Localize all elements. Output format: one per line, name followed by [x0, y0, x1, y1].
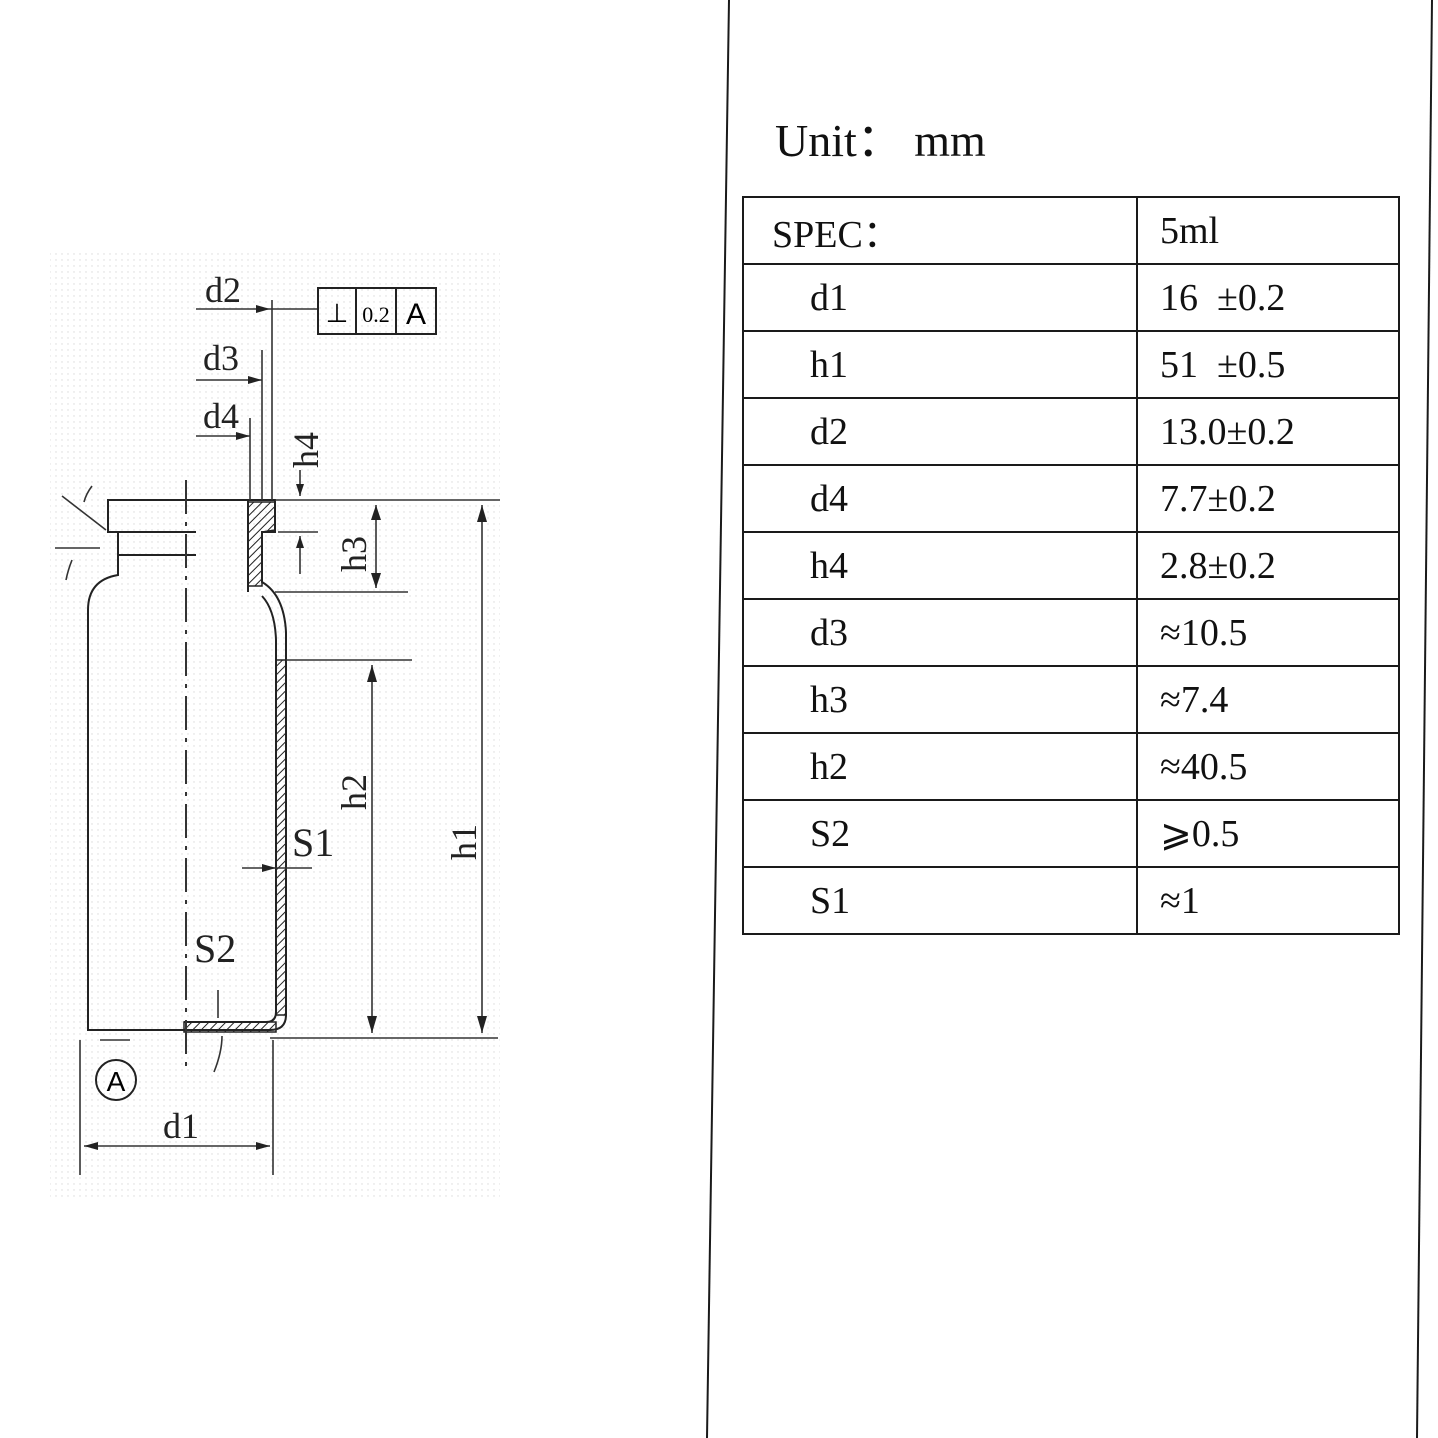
tolerance-value: 0.2 — [362, 302, 390, 327]
table-row: h1 51 ±0.5 — [742, 330, 1400, 399]
angle-arc-bottom — [65, 559, 73, 581]
param-cell: d2 — [742, 397, 1138, 466]
table-row: d4 7.7±0.2 — [742, 464, 1400, 533]
d4-arrow — [236, 432, 250, 440]
value-cell: ≈40.5 — [1136, 732, 1400, 801]
tolerance-datum: A — [406, 298, 426, 331]
param-cell: S1 — [742, 866, 1138, 935]
h3-arrow-bottom — [371, 573, 381, 588]
d2-label: d2 — [205, 270, 241, 310]
d1-arrow-right — [256, 1142, 270, 1150]
d2-arrow — [256, 305, 270, 313]
d3-label: d3 — [203, 338, 239, 378]
d4-label: d4 — [203, 396, 239, 436]
table-row: d1 16 ±0.2 — [742, 263, 1400, 332]
s1-label: S1 — [292, 820, 334, 865]
s1-arrow — [262, 864, 276, 872]
h4-arrow-bottom — [296, 536, 304, 548]
table-row: d2 13.0±0.2 — [742, 397, 1400, 466]
side-wall-section — [275, 659, 287, 1016]
table-row: h2 ≈40.5 — [742, 732, 1400, 801]
page-divider-right — [1416, 0, 1433, 1438]
perpendicularity-symbol: ⊥ — [326, 299, 349, 329]
h4-label: h4 — [286, 432, 326, 468]
param-cell: d3 — [742, 598, 1138, 667]
page-divider-left — [706, 0, 730, 1438]
value-cell: 51 ±0.5 — [1136, 330, 1400, 399]
value-cell: ≈1 — [1136, 866, 1400, 935]
tolerance-frame-box — [317, 287, 437, 335]
h1-arrow-top — [477, 505, 487, 522]
unit-label: Unit： mm — [775, 115, 986, 166]
param-cell: h4 — [742, 531, 1138, 600]
h4-arrow-top — [296, 484, 304, 496]
h2-label: h2 — [334, 774, 374, 810]
datum-circle — [95, 1059, 137, 1101]
param-cell: h2 — [742, 732, 1138, 801]
angle-arc-top — [83, 485, 93, 503]
datum-label: A — [107, 1066, 126, 1097]
h2-arrow-top — [367, 665, 377, 682]
table-row: h4 2.8±0.2 — [742, 531, 1400, 600]
s2-leader-lower — [213, 1035, 223, 1073]
table-row: d3 ≈10.5 — [742, 598, 1400, 667]
d1-arrow-left — [84, 1142, 98, 1150]
value-cell: ≈7.4 — [1136, 665, 1400, 734]
h1-label: h1 — [444, 824, 484, 860]
h3-arrow-top — [371, 505, 381, 520]
h2-arrow-bottom — [367, 1016, 377, 1033]
bottom-wall-section — [183, 1021, 277, 1033]
param-cell: h3 — [742, 665, 1138, 734]
param-cell: d4 — [742, 464, 1138, 533]
value-cell: 13.0±0.2 — [1136, 397, 1400, 466]
mouth-wall-section — [247, 501, 276, 587]
d3-arrow — [248, 376, 262, 384]
param-cell: d1 — [742, 263, 1138, 332]
spec-volume: 5ml — [1136, 196, 1400, 265]
param-cell: h1 — [742, 330, 1138, 399]
tolerance-frame: ⊥ 0.2 A — [317, 287, 437, 335]
value-cell: ⩾0.5 — [1136, 799, 1400, 868]
param-cell: S2 — [742, 799, 1138, 868]
d1-label: d1 — [163, 1106, 199, 1146]
value-cell: 16 ±0.2 — [1136, 263, 1400, 332]
value-cell: 2.8±0.2 — [1136, 531, 1400, 600]
spec-header: SPEC： — [742, 196, 1138, 265]
value-cell: 7.7±0.2 — [1136, 464, 1400, 533]
table-row: h3 ≈7.4 — [742, 665, 1400, 734]
s2-label: S2 — [194, 926, 236, 971]
h1-arrow-bottom — [477, 1016, 487, 1033]
table-header-row: SPEC： 5ml — [742, 196, 1400, 265]
vial-outline — [87, 499, 287, 1031]
spec-table: SPEC： 5ml d1 16 ±0.2 h1 51 ±0.5 d2 13.0±… — [742, 196, 1400, 935]
value-cell: ≈10.5 — [1136, 598, 1400, 667]
table-row: S2 ⩾0.5 — [742, 799, 1400, 868]
table-row: S1 ≈1 — [742, 866, 1400, 935]
angle-mark-top — [61, 495, 107, 531]
h3-label: h3 — [334, 536, 374, 572]
